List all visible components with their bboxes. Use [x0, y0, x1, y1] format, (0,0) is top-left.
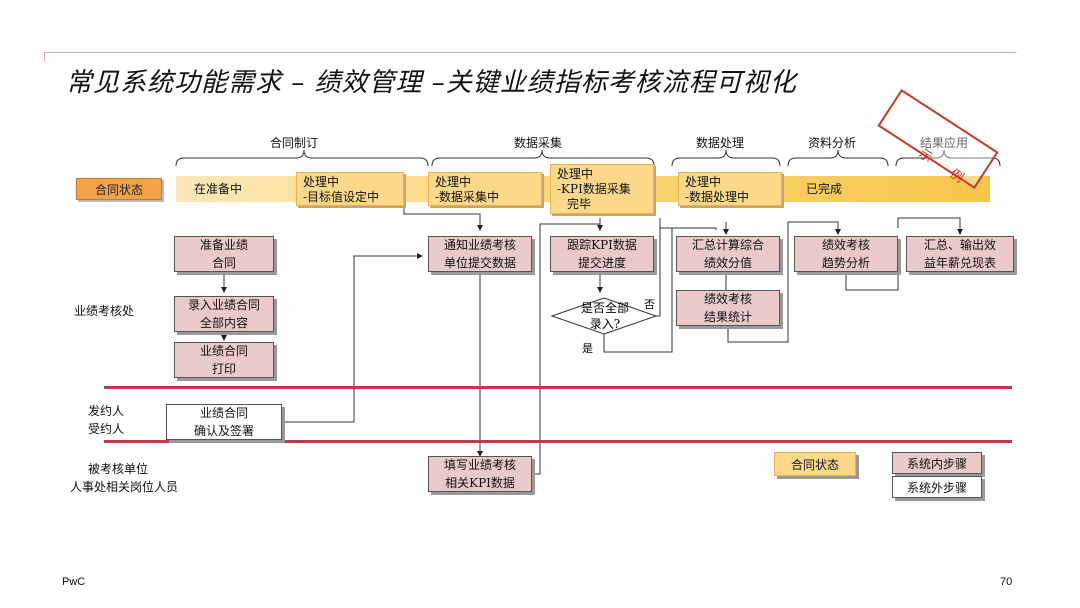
top-rule	[44, 52, 1016, 53]
lane-divider-1	[104, 386, 1012, 389]
decision-no-label: 否	[644, 298, 655, 311]
step-output-table: 汇总、输出效益年薪兑现表	[906, 236, 1014, 272]
legend-status: 合同状态	[774, 452, 856, 476]
role-assessed: 被考核单位 人事处相关岗位人员	[70, 462, 179, 494]
role-kpi-office: 业绩考核处	[74, 304, 135, 318]
legend-system-outside: 系统外步骤	[892, 476, 982, 498]
stage-contract: 合同制订	[270, 136, 319, 150]
step-result-stats: 绩效考核结果统计	[676, 290, 780, 326]
step-print-contract: 业绩合同打印	[174, 342, 274, 378]
page-title: 常见系统功能需求 – 绩效管理 –关键业绩指标考核流程可视化	[66, 68, 797, 98]
decision-diamond	[550, 297, 658, 335]
step-confirm-sign: 业绩合同确认及签署	[166, 404, 282, 440]
status-data-collecting: 处理中 -数据采集中	[428, 172, 542, 206]
stage-processing: 数据处理	[696, 136, 745, 150]
stage-analysis: 资料分析	[808, 136, 857, 150]
role-signer: 发约人 受约人	[88, 404, 125, 436]
stage-collection: 数据采集	[514, 136, 563, 150]
top-rule-tick	[44, 52, 45, 62]
stage-application: 结果应用	[920, 136, 969, 150]
step-summarize-score: 汇总计算综合绩效分值	[676, 236, 780, 272]
step-trend-analysis: 绩效考核趋势分析	[794, 236, 898, 272]
status-target-setting: 处理中 -目标值设定中	[296, 172, 404, 206]
status-data-processing: 处理中 -数据处理中	[678, 172, 782, 206]
legend-system-inside: 系统内步骤	[892, 452, 982, 474]
step-notify-units: 通知业绩考核单位提交数据	[428, 236, 532, 272]
lane-divider-2	[104, 440, 1012, 443]
status-completed: 已完成	[806, 182, 843, 196]
status-kpi-collected: 处理中 -KPI数据采集 完毕	[550, 164, 654, 214]
footer-page-number: 70	[1000, 576, 1013, 588]
step-fill-kpi: 填写业绩考核相关KPI数据	[428, 456, 532, 492]
step-track-kpi: 跟踪KPI数据提交进度	[550, 236, 654, 272]
decision-yes-label: 是	[582, 342, 593, 355]
step-enter-contract: 录入业绩合同全部内容	[174, 296, 274, 332]
step-prepare-contract: 准备业绩合同	[174, 236, 274, 272]
decision-all-entered: 是否全部录入?	[580, 301, 629, 331]
footer-brand: PwC	[62, 576, 86, 588]
status-label-pill: 合同状态	[76, 178, 162, 200]
status-preparing: 在准备中	[194, 182, 243, 196]
